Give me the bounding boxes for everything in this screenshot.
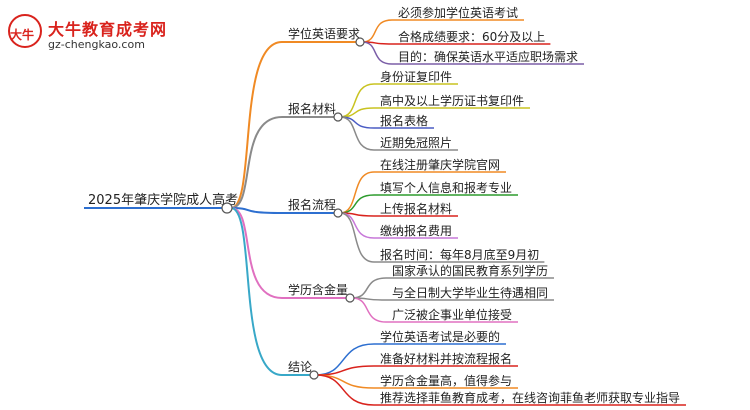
leaf-label: 报名时间：每年8月底至9月初 [380, 247, 539, 262]
leaf-label: 学位英语考试是必要的 [380, 329, 500, 344]
leaf-label: 准备好材料并按流程报名 [380, 351, 512, 366]
leaf-connector [351, 277, 387, 299]
branch-connector [230, 207, 283, 376]
leaf-label: 必须参加学位英语考试 [398, 5, 518, 20]
logo-badge [8, 14, 42, 48]
branch-node-circle [355, 37, 365, 47]
leaf-connector [339, 171, 375, 214]
leaf-connector [339, 212, 375, 239]
branch-label: 结论 [288, 360, 312, 374]
leaf-label: 国家承认的国民教育系列学历 [392, 263, 548, 278]
leaf-label: 高中及以上学历证书复印件 [380, 93, 524, 108]
leaf-label: 推荐选择菲鱼教育成考，在线咨询菲鱼老师获取专业指导 [380, 390, 680, 405]
logo-mark-text: 大牛 [10, 28, 35, 42]
leaf-connector [339, 116, 375, 151]
branch-node-circle [333, 208, 343, 218]
leaf-label: 缴纳报名费用 [380, 223, 452, 238]
leaf-connector [361, 19, 393, 43]
leaf-label: 上传报名材料 [380, 201, 452, 216]
leaf-label: 目的：确保英语水平适应职场需求 [398, 49, 578, 64]
leaf-label: 广泛被企事业单位接受 [392, 307, 512, 322]
branch-connector [230, 116, 283, 209]
logo-title: 大牛教育成考网 [48, 20, 168, 39]
branch-connector [230, 207, 283, 299]
branch-label: 报名流程 [288, 197, 336, 212]
branch-label: 报名材料 [288, 101, 336, 116]
leaf-connector [315, 374, 375, 389]
branch-label: 学历含金量 [288, 282, 348, 297]
leaf-label: 学历含金量高，值得参与 [380, 373, 512, 388]
branch-node-circle [333, 112, 343, 122]
branch-node-circle [309, 370, 319, 380]
leaf-label: 在线注册肇庆学院官网 [380, 157, 500, 172]
leaf-connector [339, 194, 375, 214]
branch-label: 学位英语要求 [288, 26, 360, 41]
leaf-label: 报名表格 [380, 113, 428, 128]
leaf-label: 填写个人信息和报考专业 [380, 180, 512, 195]
logo-url: gz-chengkao.com [48, 38, 145, 51]
branch-connector [230, 41, 283, 209]
leaf-connector [361, 41, 393, 65]
branch-connector [230, 207, 283, 214]
leaf-label: 身份证复印件 [380, 69, 452, 84]
branch-node-circle [345, 293, 355, 303]
leaf-connector [339, 212, 375, 263]
leaf-connector [315, 343, 375, 376]
leaf-connector [351, 297, 387, 323]
root-node-circle [221, 202, 233, 214]
root-node-label: 2025年肇庆学院成人高考 [88, 192, 238, 208]
leaf-connector [315, 374, 375, 406]
leaf-label: 与全日制大学毕业生待遇相同 [392, 285, 548, 300]
leaf-label: 合格成绩要求：60分及以上 [398, 29, 545, 44]
leaf-label: 近期免冠照片 [380, 135, 452, 150]
